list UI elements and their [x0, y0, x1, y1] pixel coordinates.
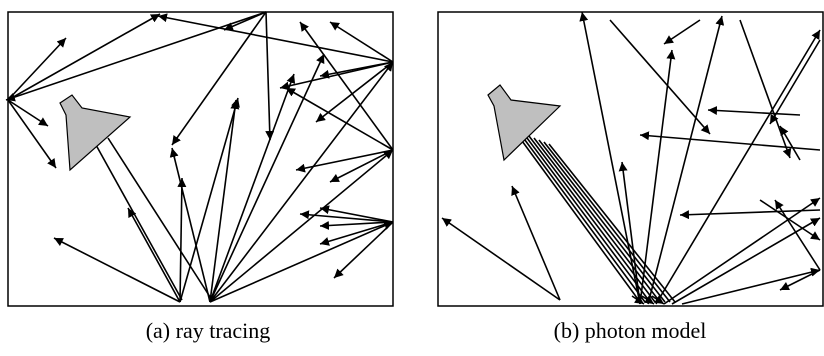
- rays-b-arrow: [681, 267, 821, 305]
- rays-a-arrow: [7, 99, 57, 169]
- spotlight-icon: [487, 84, 562, 162]
- rays-a-arrow: [7, 37, 67, 101]
- rays-a-arrow: [179, 97, 240, 303]
- rays-a-arrow: [209, 149, 394, 303]
- rays-b-arrow: [528, 135, 656, 303]
- rays-b-arrow: [651, 295, 665, 305]
- rays-a-arrow: [107, 137, 213, 301]
- rays-a-arrow: [319, 205, 394, 223]
- rays-b-arrow: [707, 105, 801, 116]
- rays-b-arrow: [631, 295, 645, 305]
- rays-b-arrow: [774, 199, 821, 271]
- rays-a: [5, 11, 394, 303]
- rays-a-arrow: [319, 221, 394, 231]
- rays-a-arrow: [209, 61, 394, 303]
- rays-a-arrow: [299, 210, 394, 223]
- rays-a-arrow: [265, 11, 275, 141]
- rays-a-arrow: [157, 13, 394, 63]
- rays-b-arrow: [663, 197, 821, 305]
- rays-a-arrow: [209, 73, 296, 303]
- rays-b-arrow: [543, 141, 671, 303]
- rays-b-arrow: [759, 199, 821, 241]
- spotlight-icon: [59, 94, 132, 172]
- rays-a-arrow: [53, 237, 181, 303]
- rays-b-arrow: [769, 39, 821, 125]
- rays-b-arrow: [579, 11, 641, 305]
- rays-b-arrow: [641, 295, 655, 305]
- rays-a-arrow: [299, 21, 394, 151]
- rays-a-arrow: [333, 221, 394, 279]
- caption-photon-model: (b) photon model: [553, 318, 707, 343]
- rays-b-arrow: [441, 217, 561, 301]
- rays-b-arrow: [548, 143, 676, 303]
- panel-ray-tracing: [5, 11, 394, 307]
- rays-a-arrow: [7, 13, 161, 101]
- rays-a-arrow: [285, 87, 394, 151]
- rays-b-arrow: [609, 19, 711, 135]
- rays-a-arrow: [7, 99, 49, 127]
- rays-b-arrow: [639, 49, 676, 305]
- rays-b-arrow: [538, 139, 666, 303]
- rays-a-arrow: [177, 177, 187, 303]
- rays-a-arrow: [329, 21, 394, 63]
- rays-b-arrow: [639, 131, 821, 151]
- rays-a-arrow: [329, 149, 394, 183]
- rays-b-arrow: [533, 137, 661, 303]
- rays-a-arrow: [319, 61, 394, 79]
- rays-a-arrow: [95, 144, 183, 301]
- caption-ray-tracing: (a) ray tracing: [145, 318, 271, 343]
- rays-a-arrow: [209, 99, 240, 303]
- rays-b-arrow: [513, 129, 641, 303]
- rays-b-arrow: [511, 185, 561, 301]
- rays-b-arrow: [523, 133, 651, 303]
- rays-a-arrow: [209, 221, 394, 303]
- rays-b-arrow: [655, 29, 821, 305]
- rays-b: [441, 11, 821, 305]
- rays-a-arrow: [127, 207, 181, 303]
- rays-b-arrow: [647, 15, 725, 305]
- rays-a-arrow: [295, 149, 394, 173]
- rays-a-arrow: [169, 147, 211, 303]
- rays-a-arrow: [209, 53, 325, 303]
- panel-photon-model: [437, 11, 824, 307]
- rays-a-arrow: [319, 221, 394, 246]
- rays-b-arrow: [618, 161, 641, 305]
- rays-b-arrow: [518, 131, 646, 303]
- rays-b-arrow: [779, 125, 801, 161]
- rays-b-arrow: [779, 269, 821, 291]
- panel-b-frame: [437, 11, 824, 307]
- rays-b-arrow: [663, 19, 701, 45]
- rays-b-arrow: [679, 209, 821, 220]
- rays-a-arrow: [5, 11, 267, 102]
